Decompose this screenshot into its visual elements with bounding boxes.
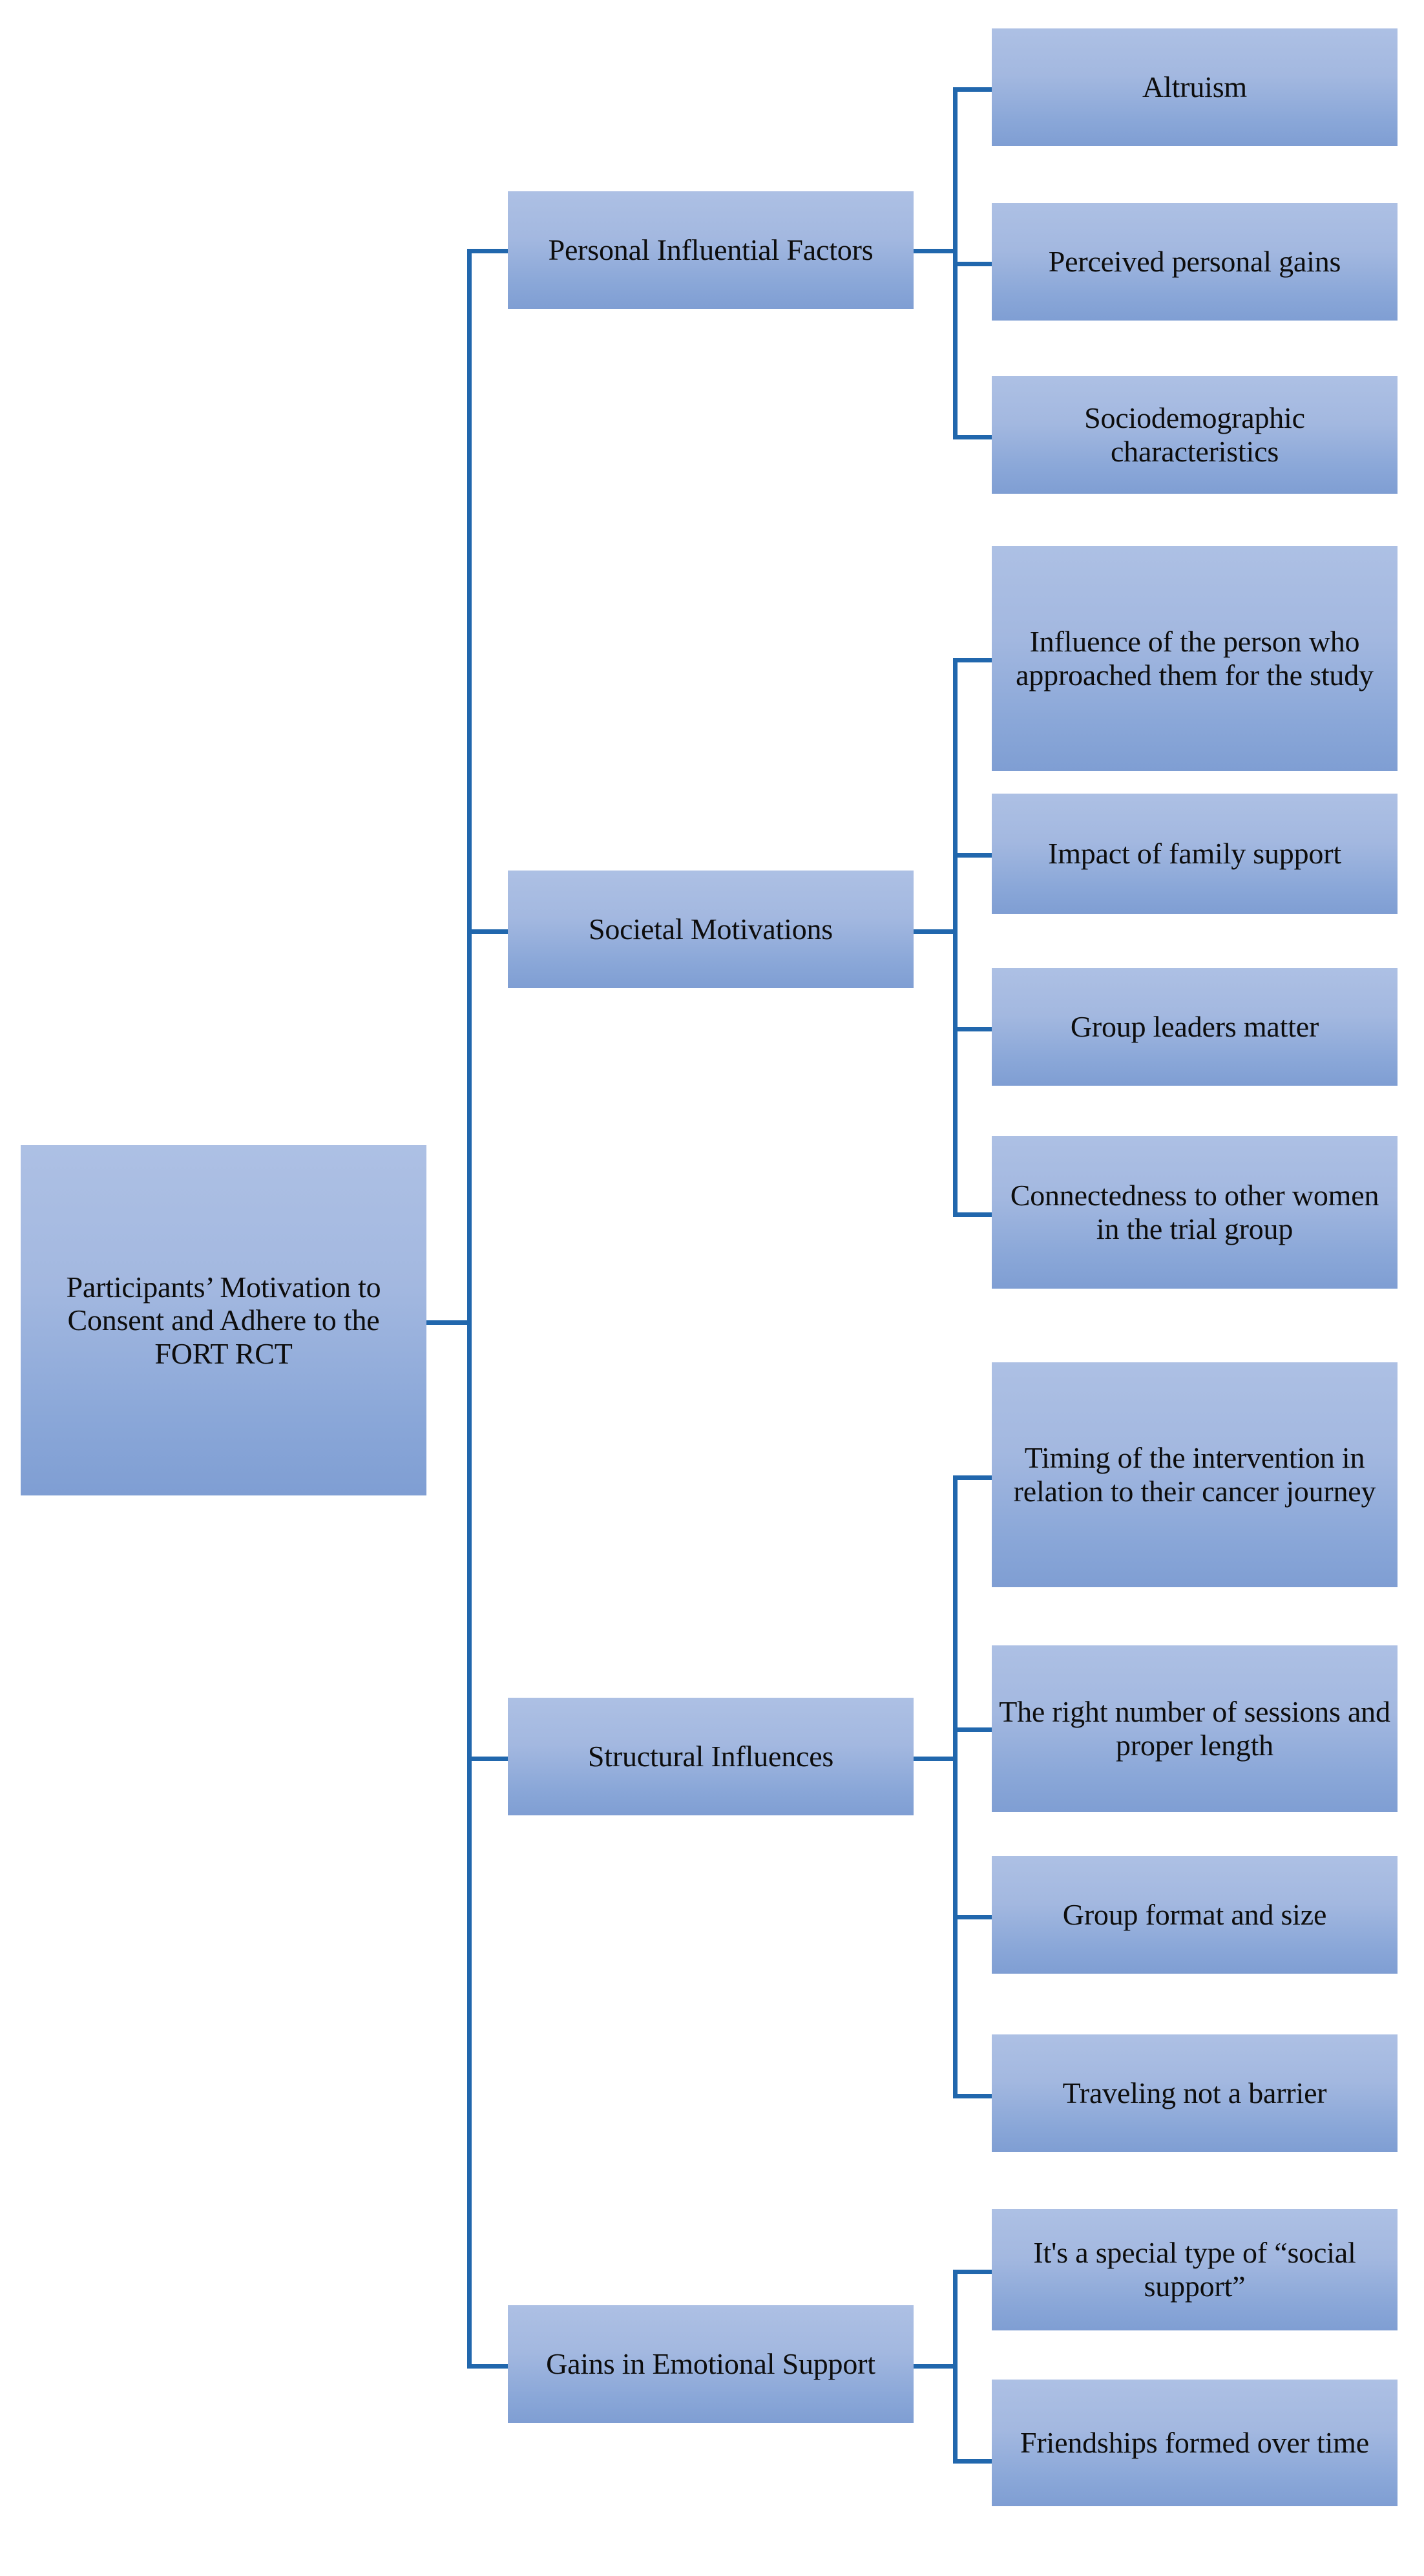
connector-branch-2-leaf-3 [953,1027,993,1031]
connector-trunk-to-branch-3 [467,1757,510,1761]
connector-trunk-to-branch-4 [467,2364,510,2369]
node-branch-structural-influences[interactable]: Structural Influences [508,1698,914,1815]
node-leaf-impact-of-family-support[interactable]: Impact of family support [992,794,1398,914]
node-root-label: Participants’ Motivation to Consent and … [66,1270,381,1370]
node-branch-3-label: Structural Influences [587,1740,834,1773]
node-leaf-label: Sociodemographic characteristics [1084,401,1305,468]
node-leaf-perceived-personal-gains[interactable]: Perceived personal gains [992,203,1398,321]
connector-branch-1-leaf-1 [953,87,993,92]
connector-branch-3-leaf-2 [953,1727,993,1732]
connector-branch-1-stub [912,249,958,253]
node-leaf-label: Traveling not a barrier [1062,2076,1327,2110]
node-leaf-altruism[interactable]: Altruism [992,28,1398,146]
node-leaf-label: The right number of sessions and proper … [999,1695,1390,1762]
connector-branch-4-leaf-2 [953,2459,993,2464]
connector-branch-2-trunk [953,658,958,1215]
node-leaf-connectedness-to-other-women[interactable]: Connectedness to other women in the tria… [992,1136,1398,1289]
connector-branch-1-leaf-2 [953,262,993,266]
connector-root-stub [425,1320,472,1325]
node-leaf-label: Group leaders matter [1070,1010,1319,1044]
connector-branch-4-stub [912,2364,958,2369]
node-root[interactable]: Participants’ Motivation to Consent and … [21,1145,426,1495]
connector-branch-4-leaf-1 [953,2270,993,2274]
connector-branch-3-leaf-1 [953,1475,993,1480]
connector-branch-4-trunk [953,2270,958,2464]
node-branch-2-label: Societal Motivations [588,913,833,946]
node-leaf-right-number-of-sessions[interactable]: The right number of sessions and proper … [992,1645,1398,1812]
node-leaf-label: Connectedness to other women in the tria… [1010,1179,1379,1245]
node-branch-personal-influential-factors[interactable]: Personal Influential Factors [508,191,914,309]
node-branch-societal-motivations[interactable]: Societal Motivations [508,871,914,988]
node-leaf-label: Influence of the person who approached t… [1016,625,1374,692]
node-leaf-label: Group format and size [1062,1898,1327,1932]
node-branch-gains-in-emotional-support[interactable]: Gains in Emotional Support [508,2305,914,2423]
node-leaf-label: Impact of family support [1048,837,1341,871]
connector-branch-2-leaf-4 [953,1212,993,1217]
node-leaf-label: It's a special type of “social support” [1033,2236,1356,2303]
node-leaf-friendships-formed-over-time[interactable]: Friendships formed over time [992,2380,1398,2506]
connector-branch-1-leaf-3 [953,435,993,439]
node-leaf-label: Friendships formed over time [1020,2426,1369,2460]
connector-branch-3-trunk [953,1475,958,2096]
node-leaf-timing-of-intervention[interactable]: Timing of the intervention in relation t… [992,1362,1398,1587]
node-leaf-sociodemographic-characteristics[interactable]: Sociodemographic characteristics [992,376,1398,494]
node-leaf-label: Perceived personal gains [1048,245,1341,279]
node-leaf-label: Altruism [1142,70,1247,104]
node-leaf-label: Timing of the intervention in relation t… [1013,1441,1376,1508]
connector-branch-3-leaf-4 [953,2094,993,2098]
connector-trunk-to-branch-2 [467,929,510,934]
connector-trunk-to-branch-1 [467,249,510,253]
node-leaf-traveling-not-a-barrier[interactable]: Traveling not a barrier [992,2034,1398,2152]
node-branch-1-label: Personal Influential Factors [548,233,874,267]
connector-branch-3-leaf-3 [953,1915,993,1919]
node-branch-4-label: Gains in Emotional Support [546,2347,875,2381]
node-leaf-group-leaders-matter[interactable]: Group leaders matter [992,968,1398,1086]
node-leaf-special-type-of-social-support[interactable]: It's a special type of “social support” [992,2209,1398,2330]
connector-branch-2-leaf-2 [953,853,993,858]
connector-branch-3-stub [912,1757,958,1761]
node-leaf-group-format-and-size[interactable]: Group format and size [992,1856,1398,1974]
node-leaf-influence-of-person-who-approached[interactable]: Influence of the person who approached t… [992,546,1398,771]
connector-branch-2-stub [912,929,958,934]
connector-main-trunk [467,249,472,2369]
connector-branch-2-leaf-1 [953,658,993,662]
